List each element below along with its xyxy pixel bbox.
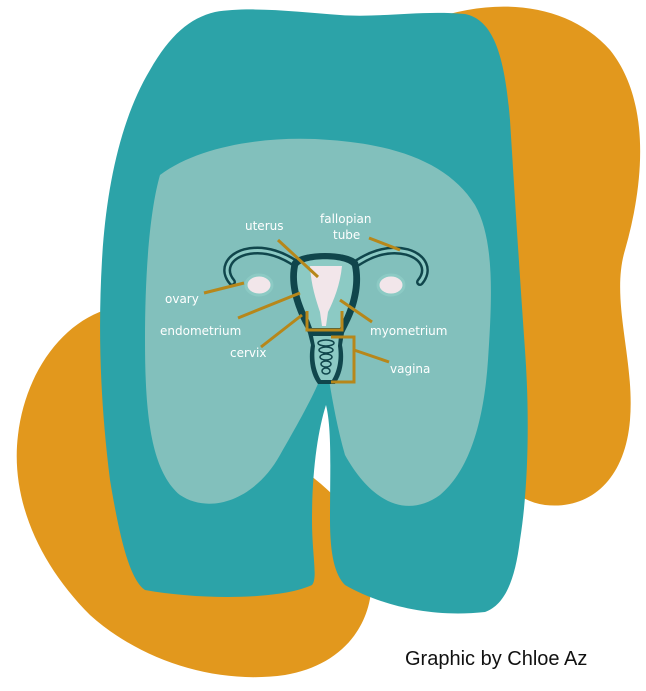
label-uterus: uterus bbox=[245, 219, 283, 233]
label-myometrium: myometrium bbox=[370, 324, 447, 338]
graphic-credit: Graphic by Chloe Az bbox=[405, 648, 587, 671]
label-cervix: cervix bbox=[230, 346, 266, 360]
label-vagina: vagina bbox=[390, 362, 430, 376]
label-fallopian-line1: fallopian bbox=[320, 212, 372, 226]
left-ovary bbox=[246, 275, 272, 295]
label-endometrium: endometrium bbox=[160, 324, 241, 338]
label-fallopian-line2: tube bbox=[333, 228, 360, 242]
label-ovary: ovary bbox=[165, 292, 199, 306]
right-ovary bbox=[378, 275, 404, 295]
